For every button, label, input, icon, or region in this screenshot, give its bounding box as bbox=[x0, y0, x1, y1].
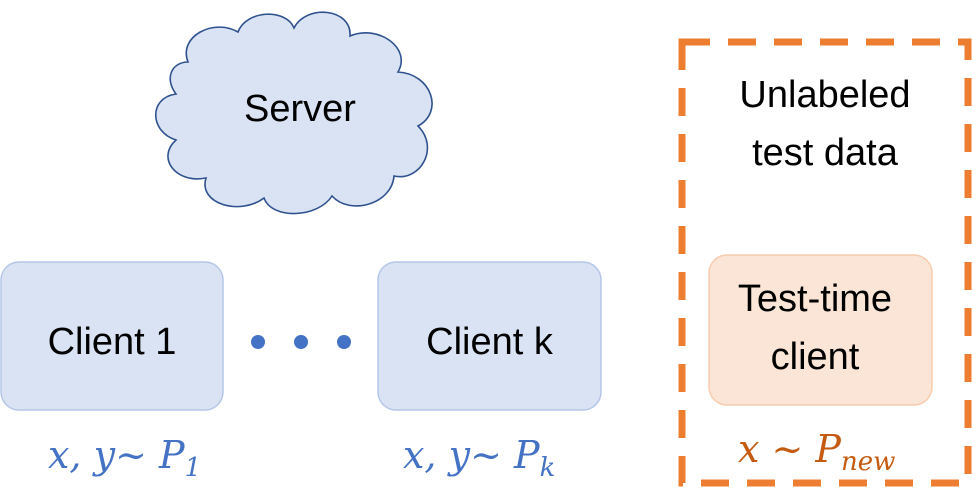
client-k-box bbox=[377, 261, 602, 411]
client-1-dist-var: x, y bbox=[48, 433, 116, 477]
ellipsis-dots bbox=[251, 335, 351, 349]
client-1-dist-sym: ~ P bbox=[115, 433, 185, 477]
ellipsis-dot bbox=[337, 335, 351, 349]
client-k-dist-sub: k bbox=[539, 453, 556, 483]
test-panel-title-line2: test data bbox=[752, 132, 898, 174]
test-dist-sym: ~ P bbox=[759, 427, 842, 471]
test-time-client-line2: client bbox=[770, 336, 860, 378]
client-k-dist-var: x, y bbox=[403, 433, 471, 477]
client-1-dist-sub: 1 bbox=[184, 453, 202, 483]
test-dist-sub: new bbox=[841, 447, 896, 477]
client-k-label: Client k bbox=[426, 321, 553, 363]
test-time-client-line1: Test-time bbox=[737, 278, 893, 320]
test-data-dashed-border bbox=[678, 38, 972, 487]
test-panel-title-line1: Unlabeled bbox=[739, 74, 911, 116]
client-1-box bbox=[0, 261, 224, 411]
test-time-client-box bbox=[708, 254, 933, 406]
server-label: Server bbox=[244, 88, 356, 130]
client-1-label: Client 1 bbox=[47, 321, 177, 363]
test-distribution: x ~ Pnew bbox=[738, 426, 895, 475]
ellipsis-dot bbox=[251, 335, 265, 349]
test-dist-var: x bbox=[738, 427, 760, 471]
client-k-dist-sym: ~ P bbox=[470, 433, 540, 477]
client-1-distribution: x, y~ P1 bbox=[48, 432, 201, 481]
client-k-distribution: x, y~ Pk bbox=[403, 432, 555, 481]
ellipsis-dot bbox=[294, 335, 308, 349]
server-cloud-icon bbox=[154, 11, 433, 215]
